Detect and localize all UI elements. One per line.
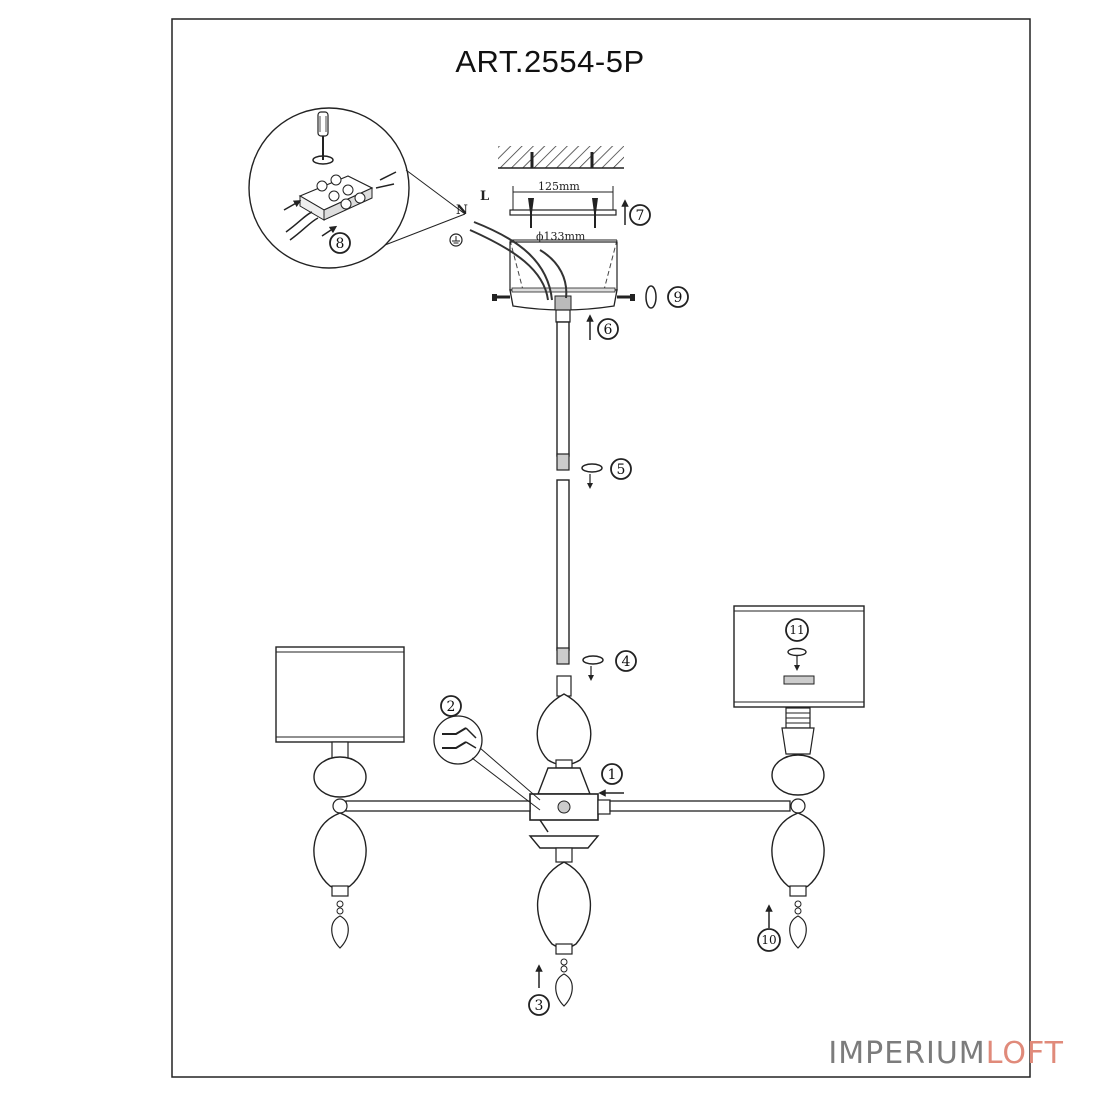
earth-ground-icon xyxy=(449,233,463,247)
wire-live-label: L xyxy=(480,189,489,204)
step-9-marker: 9 xyxy=(667,286,689,308)
upper-rod xyxy=(555,309,571,471)
right-lamp xyxy=(733,605,865,949)
brand-logo-part1: IMPERIUM xyxy=(828,1036,986,1071)
terminal-block xyxy=(298,174,374,221)
step-2-marker: 2 xyxy=(440,695,462,717)
canopy-diameter-label: ϕ133mm xyxy=(536,230,586,243)
left-lamp xyxy=(275,646,405,949)
svg-text:2: 2 xyxy=(447,699,456,715)
step-1-marker: 1 xyxy=(601,763,623,785)
svg-text:6: 6 xyxy=(604,322,613,338)
step-11-marker: 11 xyxy=(785,618,809,642)
ceiling-canopy xyxy=(469,221,618,311)
arrow-up-icon xyxy=(535,199,773,988)
screwdriver-icon xyxy=(317,111,329,160)
wire-neutral-label: N xyxy=(456,203,468,218)
sheet-border xyxy=(171,18,1031,1078)
bracket-spacing-label: 125mm xyxy=(538,180,580,193)
step-6-marker: 6 xyxy=(597,318,619,340)
svg-text:4: 4 xyxy=(622,654,631,670)
mounting-bracket xyxy=(509,186,617,228)
step-4-marker: 4 xyxy=(615,650,637,672)
svg-text:3: 3 xyxy=(535,998,544,1014)
page-title: ART.2554-5P xyxy=(455,44,645,79)
svg-text:11: 11 xyxy=(789,623,804,637)
brand-logo-part2: LOFT xyxy=(985,1036,1064,1071)
step-markers: 1 2 3 4 5 6 7 8 xyxy=(329,204,809,1016)
rotate-icon xyxy=(312,155,334,165)
step-7-marker: 7 xyxy=(629,204,651,226)
brand-logo: IMPERIUMLOFT xyxy=(828,1036,1064,1071)
connector-callout xyxy=(433,715,541,811)
arrow-up-icon xyxy=(283,200,302,211)
lower-rod xyxy=(556,479,570,665)
svg-text:7: 7 xyxy=(636,208,645,224)
svg-text:9: 9 xyxy=(674,290,683,306)
step-8-marker: 8 xyxy=(329,232,351,254)
step-10-marker: 10 xyxy=(757,928,781,952)
svg-text:8: 8 xyxy=(336,236,345,252)
wiring-callout xyxy=(248,107,466,269)
ceiling xyxy=(498,146,624,169)
svg-text:10: 10 xyxy=(761,933,776,947)
side-screws xyxy=(492,285,657,309)
svg-text:5: 5 xyxy=(617,462,626,478)
svg-text:1: 1 xyxy=(608,767,617,783)
center-column xyxy=(528,675,611,1007)
step-5-marker: 5 xyxy=(610,458,632,480)
rotate-icon xyxy=(581,463,800,681)
step-3-marker: 3 xyxy=(528,994,550,1016)
